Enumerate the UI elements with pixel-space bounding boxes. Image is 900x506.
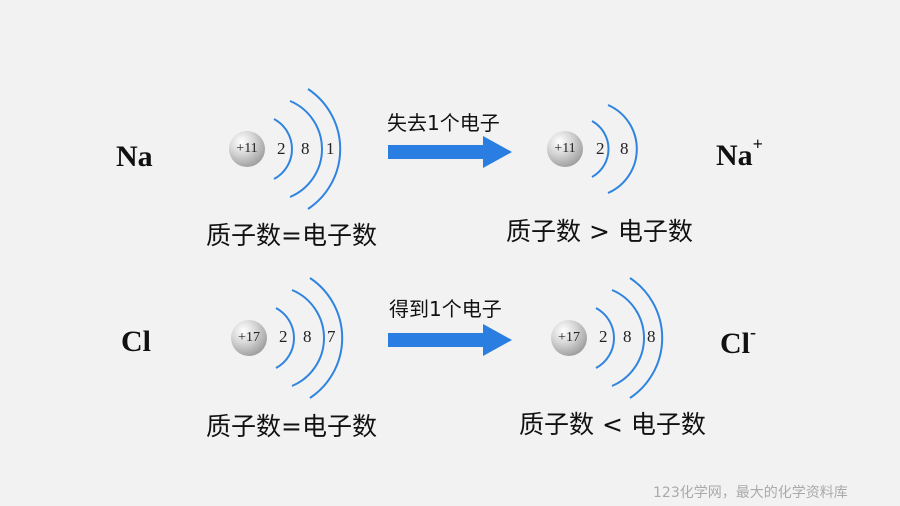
arrow-2-label: 得到1个电子 xyxy=(389,297,502,321)
cl-ion-relation: 质子数 < 电子数 xyxy=(519,410,706,439)
cl-ion-symbol: Cl- xyxy=(720,322,756,360)
arrow-1-label: 失去1个电子 xyxy=(387,111,500,135)
cl-atom-shells xyxy=(275,277,344,399)
cl-shell-1-count: 2 xyxy=(279,327,288,346)
footer-watermark: 123化学网，最大的化学资料库 xyxy=(653,485,848,501)
na-ion-relation: 质子数 > 电子数 xyxy=(506,217,693,246)
arrow-2 xyxy=(388,324,512,356)
cl-shell-2-count: 8 xyxy=(303,327,312,346)
na-ion-symbol: Na+ xyxy=(716,134,763,172)
cl-ion-shell-3-count: 8 xyxy=(647,327,656,346)
cl-ion-shells xyxy=(595,277,664,399)
na-shell-1-count: 2 xyxy=(277,139,286,158)
cl-ion-nucleus: +17 xyxy=(551,320,587,356)
cl-atom-symbol: Cl xyxy=(121,325,151,358)
arrow-1 xyxy=(388,136,512,168)
na-ion-shell-1-count: 2 xyxy=(596,139,605,158)
na-ion-shell-2-count: 8 xyxy=(620,139,629,158)
cl-atom-nucleus: +17 xyxy=(231,320,267,356)
na-ion-nucleus: +11 xyxy=(547,131,583,167)
cl-ion-shell-1-count: 2 xyxy=(599,327,608,346)
na-atom-nucleus: +11 xyxy=(229,131,265,167)
cl-ion-shell-2-count: 8 xyxy=(623,327,632,346)
na-atom-relation: 质子数=电子数 xyxy=(206,221,377,250)
na-atom-symbol: Na xyxy=(116,140,153,173)
na-shell-3-count: 1 xyxy=(326,139,335,158)
na-ion-shells xyxy=(591,104,638,194)
cl-shell-3-count: 7 xyxy=(327,327,336,346)
na-atom-shells xyxy=(273,88,342,210)
cl-atom-relation: 质子数=电子数 xyxy=(206,412,377,441)
na-shell-2-count: 8 xyxy=(301,139,310,158)
